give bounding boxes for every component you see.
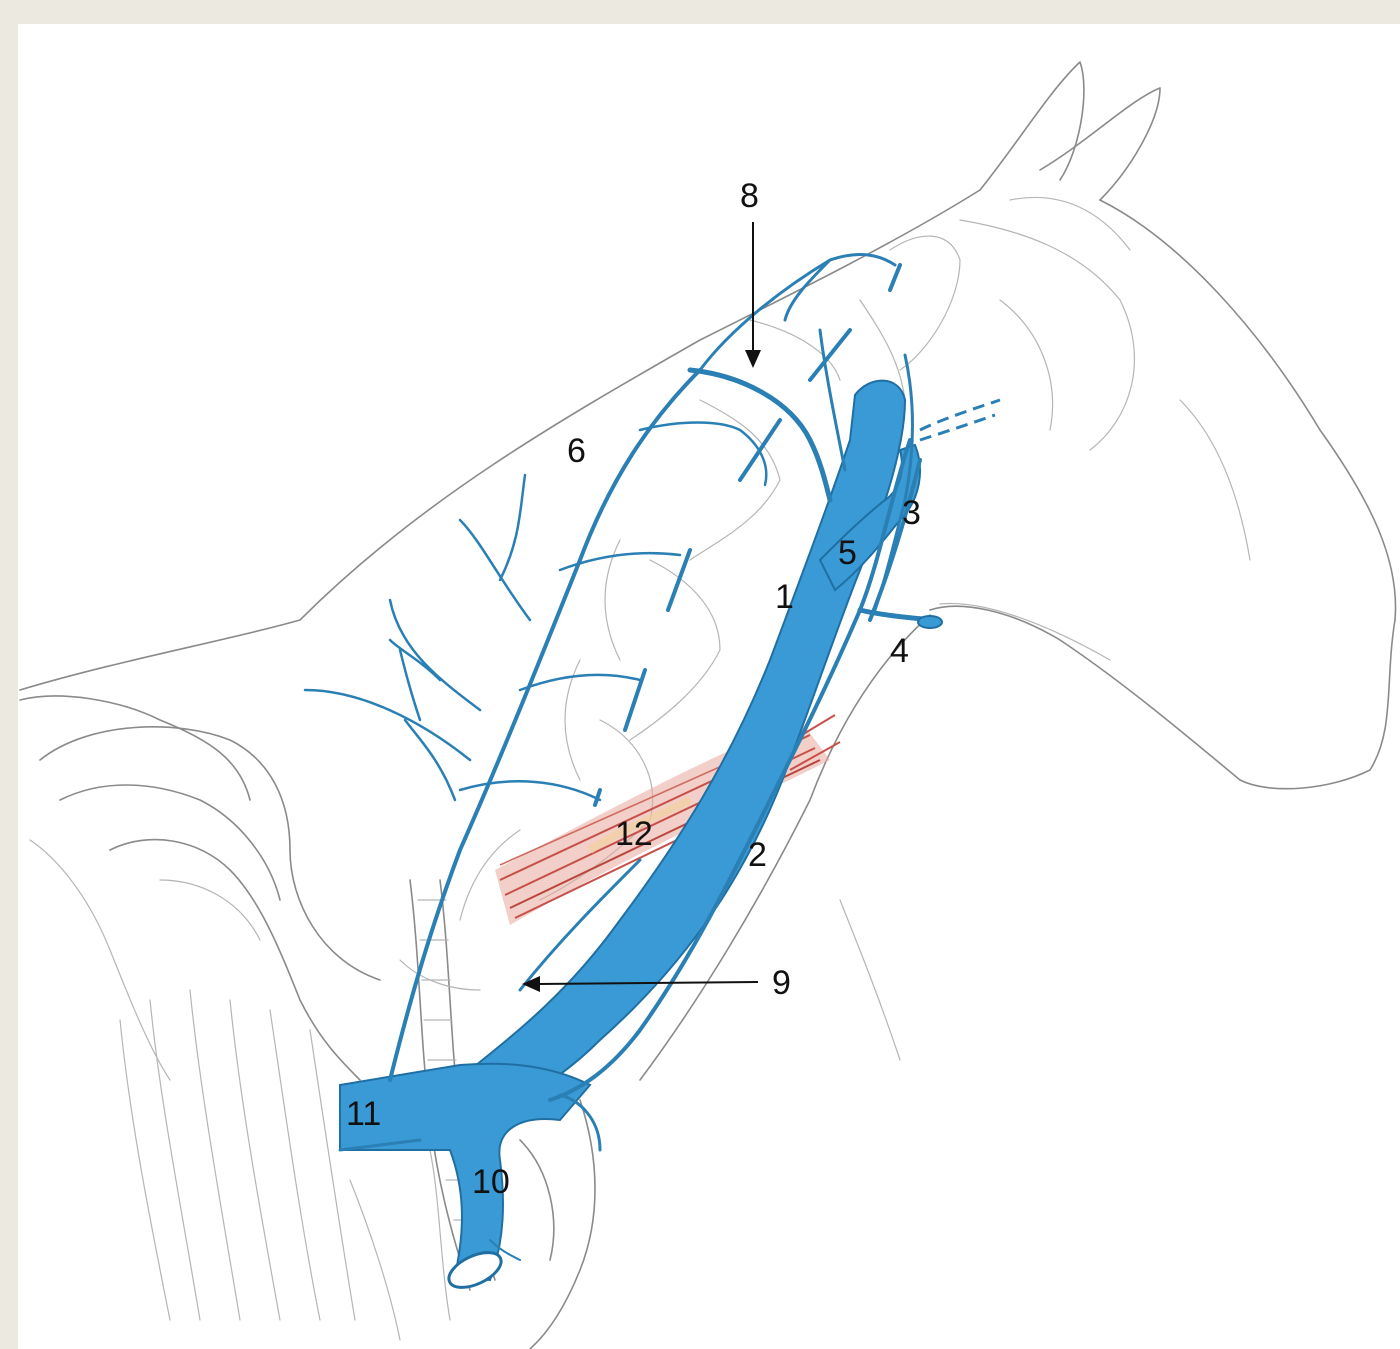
label-11: 11: [346, 1095, 381, 1133]
vein-network: [305, 255, 1000, 1295]
label-3: 3: [902, 494, 921, 532]
horse-outline: [20, 62, 1396, 1349]
label-10: 10: [472, 1163, 510, 1201]
label-8: 8: [740, 177, 759, 215]
label-6: 6: [567, 432, 586, 470]
label-12: 12: [615, 815, 653, 853]
label-2: 2: [748, 836, 767, 874]
label-9: 9: [772, 964, 791, 1002]
label-1: 1: [775, 578, 794, 616]
label-4: 4: [890, 632, 909, 670]
labels: 1 2 3 4 5 6 8 9 10 11 12: [346, 177, 921, 1201]
label-5: 5: [838, 534, 857, 572]
figure-panel: 1 2 3 4 5 6 8 9 10 11 12: [18, 24, 1400, 1349]
arrowhead-8: [745, 350, 761, 368]
anatomy-drawing: 1 2 3 4 5 6 8 9 10 11 12: [18, 24, 1400, 1349]
